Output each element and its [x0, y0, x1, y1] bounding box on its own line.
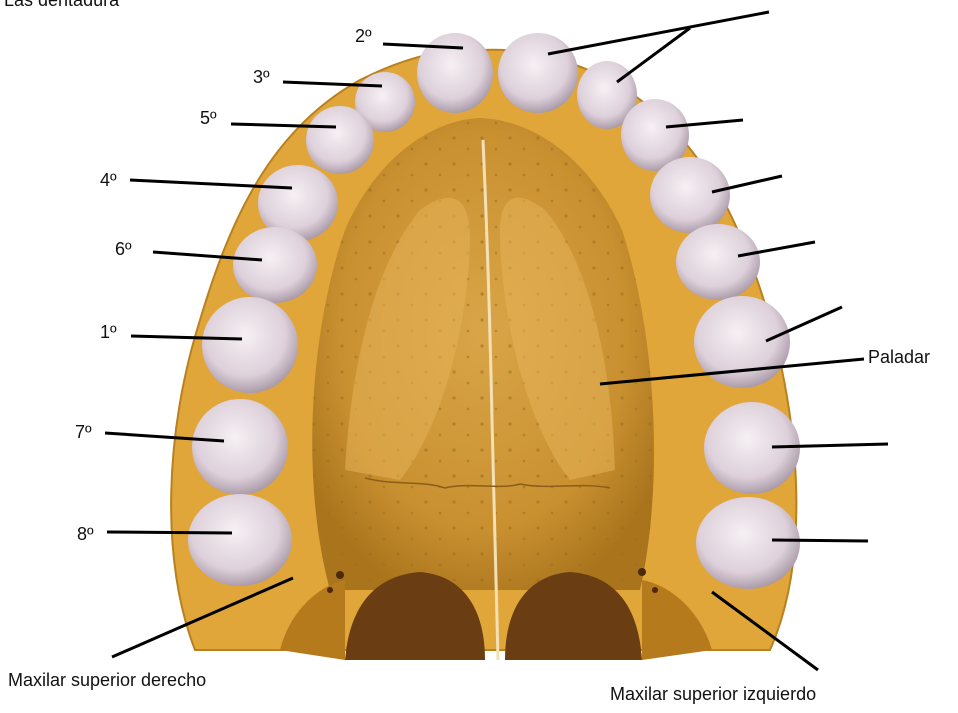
tooth [650, 157, 730, 233]
label-tooth-3: 3º [253, 67, 270, 87]
label-right-maxilla: Maxilar superior derecho [8, 670, 206, 690]
label-tooth-5: 5º [200, 108, 217, 128]
label-palate: Paladar [868, 347, 930, 367]
tooth [676, 224, 760, 300]
tooth [202, 297, 298, 393]
foramen [652, 587, 658, 593]
label-tooth-8: 8º [77, 524, 94, 544]
tooth [233, 227, 317, 303]
label-tooth-4: 4º [100, 170, 117, 190]
tooth [192, 399, 288, 495]
tooth [696, 497, 800, 589]
label-tooth-1: 1º [100, 322, 117, 342]
label-tooth-7: 7º [75, 422, 92, 442]
tooth [188, 494, 292, 586]
foramen [327, 587, 333, 593]
foramen [638, 568, 646, 576]
label-left-maxilla: Maxilar superior izquierdo [610, 684, 816, 704]
label-tooth-2: 2º [355, 26, 372, 46]
foramen [336, 571, 344, 579]
header-title: Las dentadura [4, 0, 120, 10]
label-tooth-6: 6º [115, 239, 132, 259]
tooth [498, 33, 578, 113]
tooth [306, 106, 374, 174]
